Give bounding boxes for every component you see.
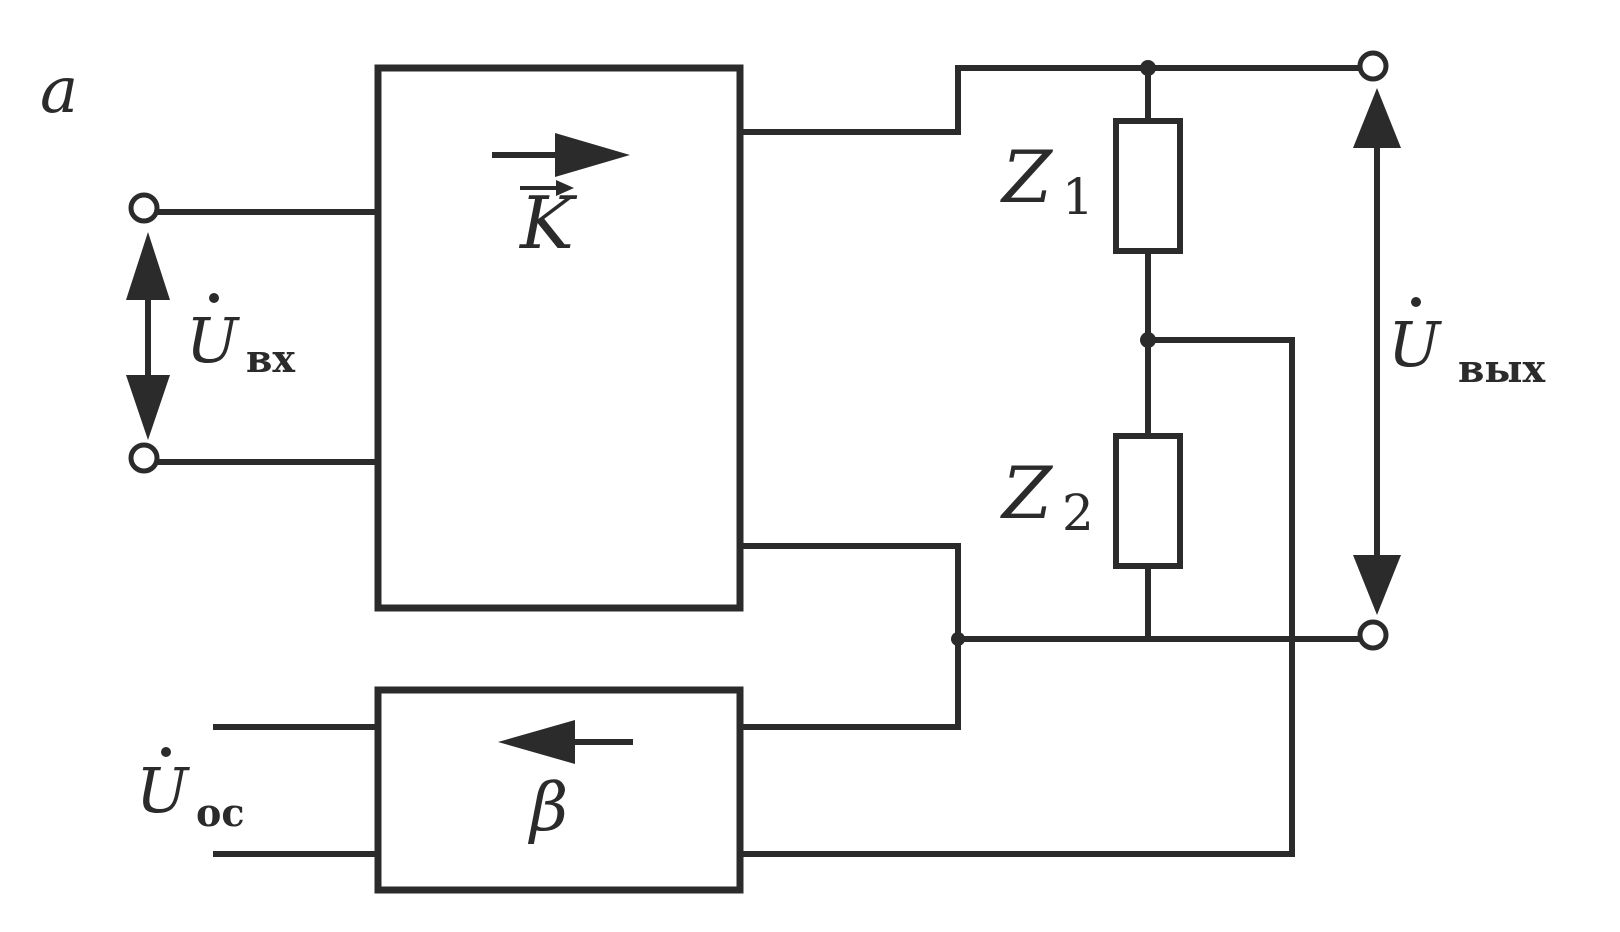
svg-text:вых: вых — [1458, 346, 1545, 391]
svg-text:U: U — [1388, 308, 1442, 381]
input-terminal-top — [128, 192, 160, 224]
feedback-voltage-label: U ос — [136, 747, 244, 835]
svg-text:ос: ос — [196, 790, 244, 835]
impedance-z2 — [1113, 433, 1183, 569]
impedance-z1-label: Z 1 — [1000, 135, 1094, 226]
feedback-label: β — [527, 769, 568, 846]
impedance-z1 — [1113, 118, 1183, 254]
output-voltage-label: U вых — [1388, 297, 1545, 391]
figure-label: a — [40, 54, 78, 128]
feedback-block — [374, 686, 744, 894]
output-terminal-bottom — [1357, 619, 1389, 651]
output-wire-bottom — [737, 543, 1373, 642]
feedback-return-wire — [737, 636, 961, 730]
input-terminal-bottom — [128, 442, 160, 474]
amplifier-label: K — [518, 181, 578, 265]
impedance-z2-label: Z 2 — [1000, 451, 1094, 542]
input-voltage-arrow — [126, 232, 170, 440]
svg-text:2: 2 — [1062, 484, 1094, 542]
output-wire-top — [737, 65, 1373, 135]
feedback-direction-arrow — [498, 720, 633, 764]
svg-text:U: U — [186, 304, 240, 377]
output-terminal-top — [1357, 50, 1389, 82]
svg-text:1: 1 — [1062, 168, 1094, 226]
svg-text:Z: Z — [1000, 451, 1054, 535]
svg-text:вх: вх — [246, 336, 295, 381]
amplifier-label-vector-arrow — [520, 180, 574, 196]
input-voltage-label: U вх — [186, 293, 295, 381]
svg-text:Z: Z — [1000, 135, 1054, 219]
output-voltage-arrow — [1353, 88, 1401, 615]
amplifier-direction-arrow — [492, 133, 630, 177]
svg-text:U: U — [136, 754, 190, 827]
feedback-tap-wire — [737, 337, 1295, 857]
node-top — [1140, 60, 1156, 76]
